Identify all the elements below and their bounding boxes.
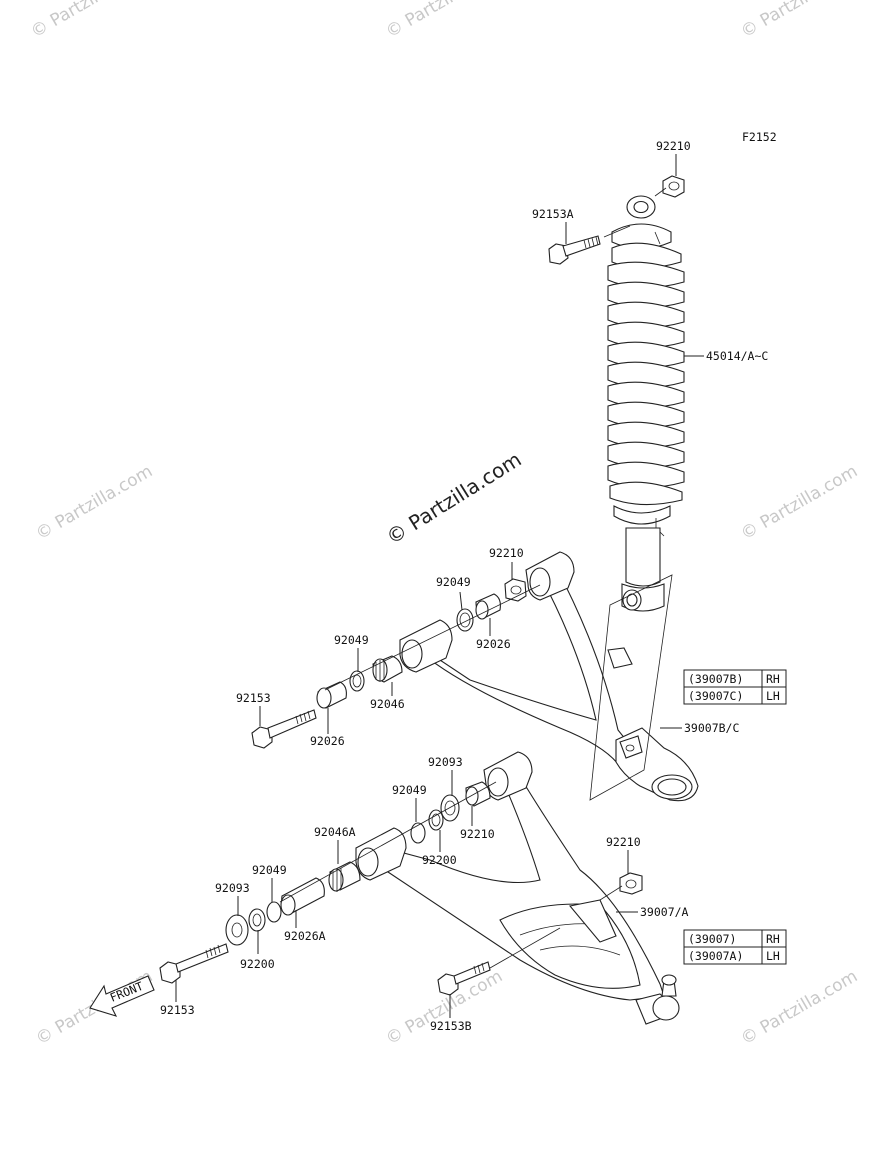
callout-92200: 92200 (422, 853, 457, 867)
callout-92093: 92093 (215, 881, 250, 895)
callout-92046A: 92046A (314, 825, 356, 839)
assembly-lines (279, 187, 667, 969)
table-cell-part: (39007) (688, 932, 736, 946)
callout-39007BC: 39007B/C (684, 721, 739, 735)
watermark: © Partzilla.com (738, 966, 862, 1049)
shock-absorber (607, 195, 685, 612)
callout-92049: 92049 (392, 783, 427, 797)
callouts: 92210 92153A 45014/A~C 92210 92049 92026… (160, 139, 768, 1033)
callout-45014: 45014/A~C (706, 349, 768, 363)
callout-92093: 92093 (428, 755, 463, 769)
table-cell-side: RH (766, 932, 780, 946)
callout-92153A: 92153A (532, 207, 574, 221)
watermark: © Partzilla.com (33, 461, 157, 544)
callout-92210: 92210 (606, 835, 641, 849)
callout-92210: 92210 (489, 546, 524, 560)
lower-a-arm (355, 751, 680, 1025)
table-cell-part: (39007A) (688, 949, 743, 963)
callout-92026A: 92026A (284, 929, 326, 943)
bolt-92153A (548, 235, 601, 265)
figure-code: F2152 (742, 130, 777, 144)
center-watermark: © Partzilla.com (382, 447, 526, 549)
callout-92210: 92210 (656, 139, 691, 153)
callout-92153: 92153 (236, 691, 271, 705)
callout-92049: 92049 (334, 633, 369, 647)
watermark: © Partzilla.com (28, 0, 152, 42)
callout-92049: 92049 (252, 863, 287, 877)
callout-92026: 92026 (476, 637, 511, 651)
callout-92026: 92026 (310, 734, 345, 748)
watermark: © Partzilla.com (738, 461, 862, 544)
table-cell-side: LH (766, 689, 780, 703)
callout-92200: 92200 (240, 957, 275, 971)
table-cell-side: LH (766, 949, 780, 963)
nut-92210-top (662, 175, 685, 198)
callout-92049: 92049 (436, 575, 471, 589)
watermark: © Partzilla.com (738, 0, 862, 42)
callout-92210: 92210 (460, 827, 495, 841)
callout-92046: 92046 (370, 697, 405, 711)
upper-a-arm (399, 551, 699, 802)
variant-table-upper: (39007B) RH (39007C) LH (683, 669, 787, 705)
callout-39007A: 39007/A (640, 905, 689, 919)
coil-spring (607, 242, 685, 506)
table-cell-part: (39007B) (688, 672, 743, 686)
leader-lines (175, 154, 704, 1018)
callout-92153B: 92153B (430, 1019, 472, 1033)
callout-92153: 92153 (160, 1003, 195, 1017)
upper-hardware (251, 578, 527, 749)
table-cell-part: (39007C) (688, 689, 743, 703)
watermark: © Partzilla.com (383, 0, 507, 42)
variant-table-lower: (39007) RH (39007A) LH (683, 929, 787, 965)
table-cell-side: RH (766, 672, 780, 686)
